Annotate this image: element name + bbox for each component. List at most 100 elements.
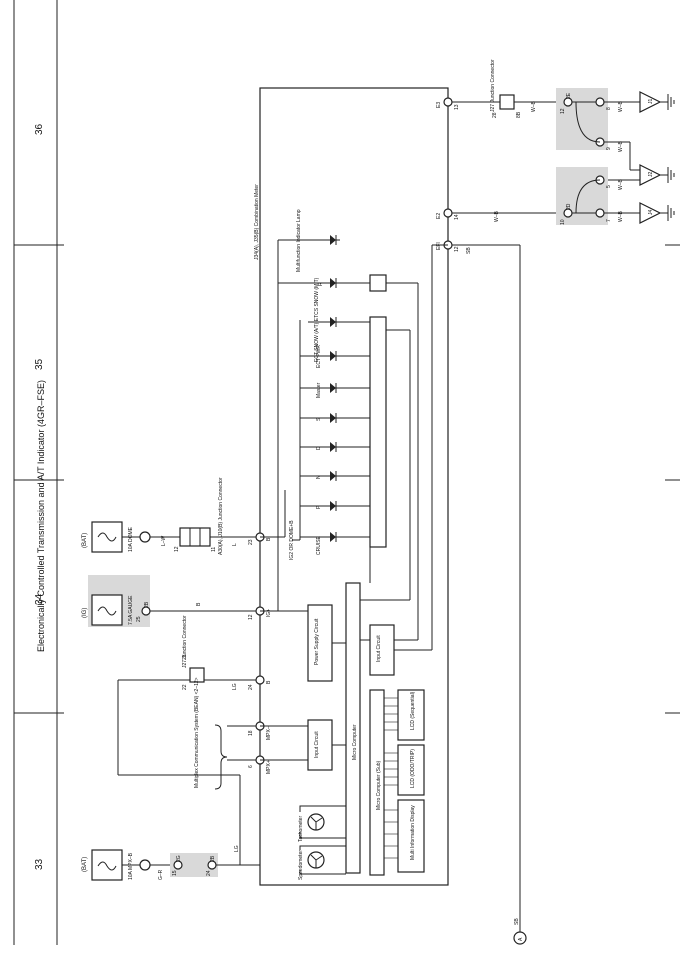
- pin-label: 9: [606, 147, 612, 150]
- pin-label: 11: [211, 547, 217, 552]
- wire-color-label: W–B: [618, 101, 624, 113]
- lamp-label: CRUISE: [316, 535, 322, 555]
- pin-label: 5: [606, 185, 612, 188]
- pin-label: MPX–: [266, 726, 272, 740]
- lamp-label: Multifunction Indicator Lamp: [296, 209, 302, 272]
- lamp-multifunction: Multifunction Indicator Lamp: [296, 209, 340, 272]
- pin-label: IG+: [266, 609, 272, 617]
- wire-color-label: W–B: [618, 211, 624, 223]
- lamp-n: N: [300, 471, 370, 481]
- ground-label: J4: [648, 210, 654, 216]
- ground-label: J2: [648, 172, 654, 178]
- pin-label: EFI: [436, 242, 442, 250]
- fuse-label: 7.5A GAUGE: [128, 595, 134, 625]
- connector-label: J27 Junction Connector: [490, 59, 496, 112]
- lamp-label: ECT SNOW (A/T) ETCS SNOW (M/T): [314, 277, 320, 362]
- input-circuit-mpx: [307, 719, 333, 771]
- micro-computer-sub: [369, 689, 385, 876]
- wire-color-label: L: [232, 543, 238, 546]
- pin-label: 12: [454, 246, 460, 252]
- lamp-master: Master: [300, 382, 370, 398]
- section-number: 34: [34, 593, 45, 605]
- ground-j4: J4: [639, 202, 675, 224]
- multi-information-display: [397, 799, 425, 873]
- pin-label: 14: [454, 214, 460, 220]
- power-supply-circuit: [307, 604, 333, 682]
- fuse-label: 10A DOME: [128, 526, 134, 552]
- pin-label: 12: [560, 108, 566, 114]
- ground-j1: J1: [639, 91, 675, 113]
- r-lamp-driver: [369, 274, 387, 292]
- input-circuit-efi: [369, 624, 395, 676]
- block-label: Multi Information Display: [410, 805, 416, 860]
- wire-color-label: G–R: [158, 869, 164, 880]
- wire-color-label: W–B: [618, 179, 624, 191]
- pin-label: 25: [136, 616, 142, 622]
- j27-connector-top: [499, 94, 515, 110]
- box-label: 2E: [566, 92, 572, 99]
- wire-color-label: SB: [514, 918, 520, 925]
- gauge-label: Speedometer: [298, 850, 304, 880]
- ground-j2: J2: [639, 164, 675, 186]
- junction-connector-a30: [179, 527, 211, 547]
- pin-label: 10: [560, 219, 566, 225]
- lamp-label: ECT PWR: [316, 345, 322, 368]
- page-title: Electronically Controlled Transmission a…: [36, 380, 46, 652]
- pin-label: 7: [606, 219, 612, 222]
- j27-connector-bottom: [189, 667, 205, 683]
- pin-label: 23: [248, 539, 254, 545]
- pin-label: E2: [436, 213, 442, 219]
- section-number: 35: [34, 358, 45, 370]
- wire-color-label: L–W: [161, 535, 167, 546]
- lcd-sequential: [397, 689, 425, 741]
- wire-color-label: B: [196, 602, 202, 606]
- pin-label: B: [266, 537, 272, 541]
- section-number: 33: [34, 858, 45, 870]
- box-label: 2G: [176, 855, 182, 862]
- connector-a-marker: [513, 931, 527, 945]
- pin-label: 6: [248, 765, 254, 768]
- pin-label: 22: [182, 684, 188, 690]
- pin-label: 18: [248, 730, 254, 736]
- lamp-ect-pwr: ECT PWR: [300, 345, 370, 368]
- lamp-ect-snow: ECT SNOW (A/T) ETCS SNOW (M/T): [308, 277, 370, 362]
- pin-label: 8: [606, 107, 612, 110]
- pin-label: 8B: [516, 111, 522, 118]
- multiplex-label: Multiplex Communication System (BEAN) <2…: [194, 677, 200, 788]
- lamp-d: D: [300, 442, 370, 452]
- lamp-s: S: [300, 413, 370, 423]
- multiplex-brace: [214, 724, 228, 790]
- box-label: 2D: [566, 203, 572, 210]
- block-label: Power Supply Circuit: [314, 618, 320, 665]
- block-label: LCD (Sequential): [410, 691, 416, 730]
- wire-color-label: LG: [232, 683, 238, 690]
- pin-label: 23: [182, 654, 188, 660]
- wire-color-label: LG: [234, 845, 240, 852]
- pin-label: 13: [454, 104, 460, 110]
- pin-label: 15: [172, 870, 178, 876]
- pin-label: 24: [248, 684, 254, 690]
- fuse-label: 10A MPX–B: [128, 852, 134, 880]
- pin-label: 12: [174, 546, 180, 552]
- pin-label: MPX+: [266, 760, 272, 774]
- lamp-cruise: CRUISE: [300, 532, 370, 555]
- tachometer: Tachometer: [298, 805, 346, 842]
- block-label: Micro Computer: [352, 724, 358, 760]
- box-label: 2B: [144, 601, 150, 608]
- block-label: Input Circuit: [376, 635, 382, 662]
- bat-source-label: (BAT): [82, 533, 88, 548]
- lamp-label: Master: [316, 382, 322, 398]
- block-label: Micro Computer (Sub): [376, 760, 382, 810]
- connector-label: J27 Junction Connector: [182, 615, 188, 668]
- pin-label: B: [266, 680, 272, 684]
- box-label: 2B: [210, 855, 216, 862]
- lamp-label: P: [316, 505, 322, 509]
- lamp-driver-bus: [369, 316, 387, 548]
- lamp-label: S: [316, 417, 322, 421]
- bat-source-label: (BAT): [82, 857, 88, 872]
- ig-source-label: (IG): [82, 608, 88, 618]
- pin-label: 24: [206, 870, 212, 876]
- wire-color-label: W–B: [618, 141, 624, 153]
